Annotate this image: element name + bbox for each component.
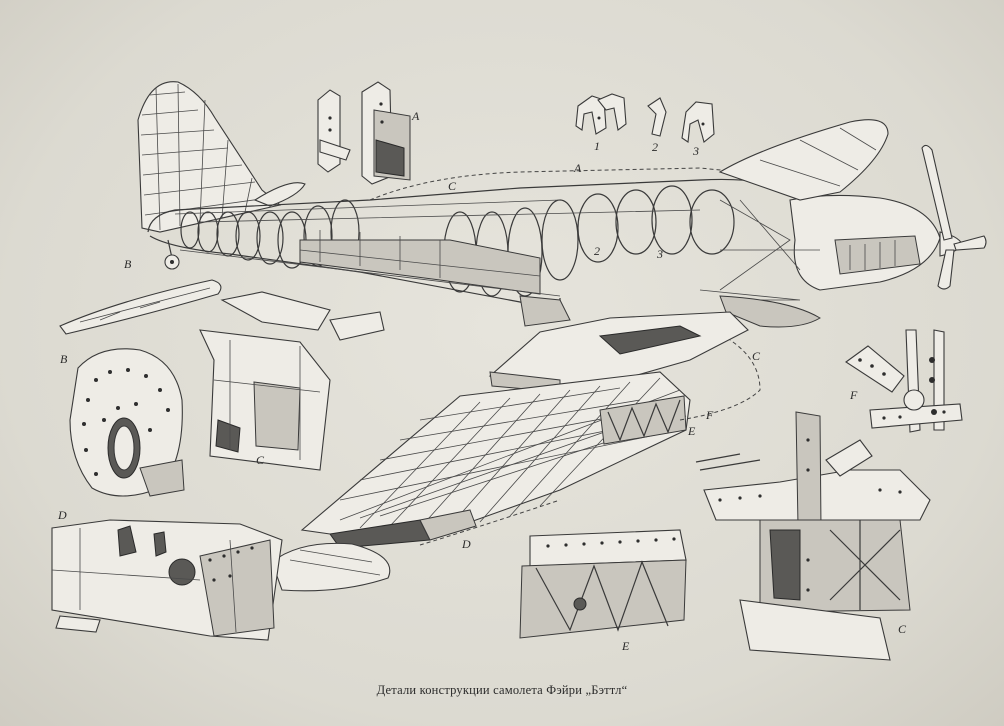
callout-section-2: 2: [652, 140, 658, 154]
upper-wing-right: [718, 119, 889, 201]
wing-cutaway: [271, 311, 761, 592]
callout-d-wing: D: [462, 537, 471, 551]
detail-e-diagonal-braces: [535, 560, 669, 632]
detail-f-fitting: [845, 329, 963, 433]
tailplane: [253, 182, 306, 207]
detail-b-aileron: [59, 279, 222, 335]
callout-section-1: 1: [594, 139, 600, 153]
tail-fin-ribs: [140, 83, 269, 231]
callout-c-panel: C: [256, 453, 265, 467]
callout-e-wing: E: [688, 424, 696, 438]
propeller-blade-lower: [937, 249, 955, 290]
lower-wing-stub: [719, 295, 821, 328]
profile-sections: [575, 93, 715, 143]
callout-c-fuselage: C: [448, 179, 457, 193]
detail-a-stiffener: [317, 81, 411, 185]
callout-section-3: 3: [693, 144, 699, 158]
callout-b-plate: B: [60, 352, 68, 366]
callout-f-wing: F: [706, 408, 714, 422]
callout-f-detail: F: [850, 388, 858, 402]
wing-spar: [599, 395, 687, 445]
detail-b-bulkhead: [69, 348, 185, 497]
callout-a-top: A: [574, 161, 582, 175]
fuselage-cutaway: [137, 81, 987, 328]
propeller-blade-upper: [921, 144, 953, 241]
fuselage-floor: [299, 239, 541, 295]
propeller-blade-right: [953, 235, 987, 251]
engine-block: [834, 235, 921, 275]
callout-fuselage-3: 3: [657, 247, 663, 261]
callout-c-joint: C: [898, 622, 907, 636]
fuselage-lower-outline: [149, 235, 561, 317]
rear-belly-skin: [519, 295, 571, 327]
callout-d-ring: D: [58, 508, 67, 522]
detail-d-frame-joint: [51, 519, 283, 641]
callout-a-detail: A: [412, 109, 420, 123]
callout-c-wing: C: [752, 349, 761, 363]
figure-caption: Детали конструкции самолета Фэйри „Бэттл…: [376, 683, 628, 697]
callout-b-tail: B: [124, 257, 132, 271]
wing-outer-panel: [300, 371, 691, 541]
detail-c-panel: [199, 291, 385, 471]
wing-dashed-contour: [679, 339, 761, 421]
engine-mount-tubes: [699, 199, 896, 301]
wing-spar-truss: [607, 399, 681, 442]
tail-fin: [137, 81, 282, 233]
detail-c-joint-braces: [695, 453, 901, 610]
tail-wheel: [164, 239, 180, 270]
callout-fuselage-2: 2: [594, 244, 600, 258]
detail-e-spar-web: [519, 529, 687, 639]
callout-e-detail: E: [622, 639, 630, 653]
detail-c-joint: [695, 411, 931, 661]
fuselage-stringers: [174, 199, 701, 297]
